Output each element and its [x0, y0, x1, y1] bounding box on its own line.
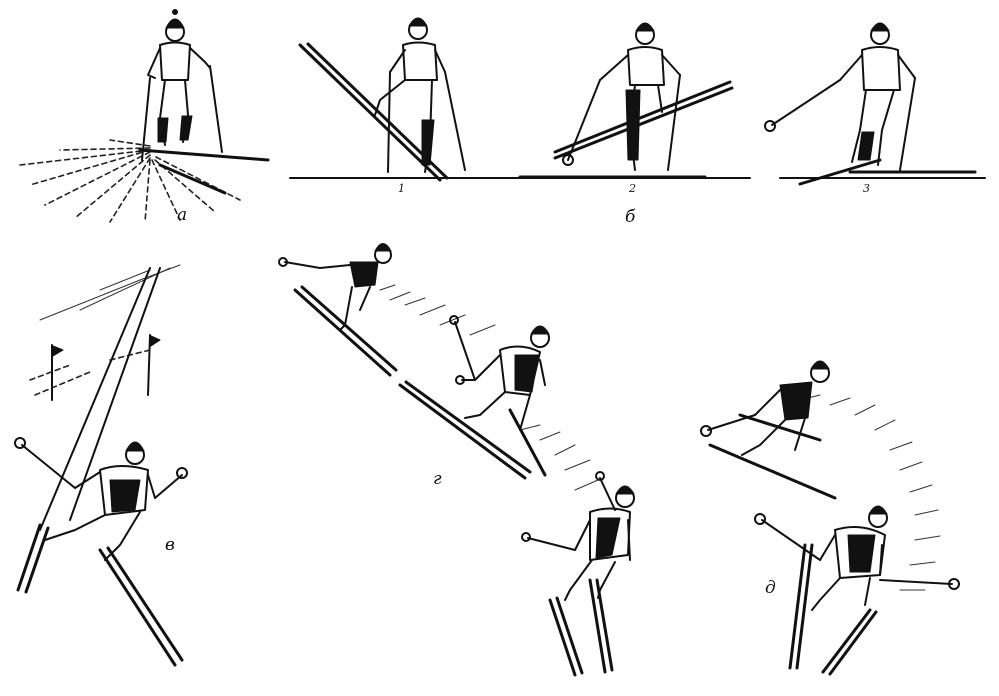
pole	[899, 77, 916, 171]
pole	[209, 65, 223, 153]
label-v: в	[165, 535, 175, 555]
pole	[567, 79, 601, 161]
skier-d2	[754, 505, 960, 676]
pole	[527, 537, 576, 551]
pole	[667, 74, 681, 171]
label-3: 3	[863, 182, 870, 195]
snow-radial-pattern	[19, 139, 241, 223]
pole	[599, 477, 616, 511]
panel-g: г	[278, 243, 635, 677]
pole	[707, 414, 756, 431]
ski-raised	[298, 43, 442, 182]
skier-g2	[398, 315, 550, 480]
ski	[158, 163, 227, 195]
panel-b: 1 2 б	[289, 17, 986, 227]
cap	[165, 18, 185, 29]
pole	[444, 71, 466, 171]
skier-g3	[521, 471, 635, 677]
label-2: 2	[628, 182, 636, 195]
skier-b1	[298, 17, 466, 182]
pole	[154, 474, 183, 499]
ski-raised	[553, 80, 732, 154]
pole	[21, 444, 76, 489]
ski	[138, 148, 270, 162]
pole	[879, 579, 953, 585]
ski	[16, 523, 42, 592]
label-1: 1	[398, 182, 405, 195]
pole	[761, 519, 821, 561]
torso	[159, 41, 191, 81]
pole	[771, 79, 841, 126]
skier-a	[138, 9, 270, 195]
skier-v	[14, 437, 188, 667]
skier-d1	[700, 360, 837, 500]
pole	[141, 77, 151, 161]
label-g: г	[433, 469, 442, 489]
label-d: д	[765, 578, 776, 598]
skier-b3	[764, 22, 986, 186]
skier-g1	[278, 243, 398, 377]
pole	[284, 261, 321, 269]
panel-d: д	[700, 360, 960, 676]
label-a: а	[177, 205, 187, 225]
label-b: б	[625, 207, 636, 227]
ski	[98, 548, 177, 667]
skier-b2	[518, 22, 734, 179]
panel-v: в	[14, 264, 188, 667]
panel-a: а	[19, 9, 270, 225]
pole	[454, 321, 476, 381]
pole	[387, 71, 391, 173]
